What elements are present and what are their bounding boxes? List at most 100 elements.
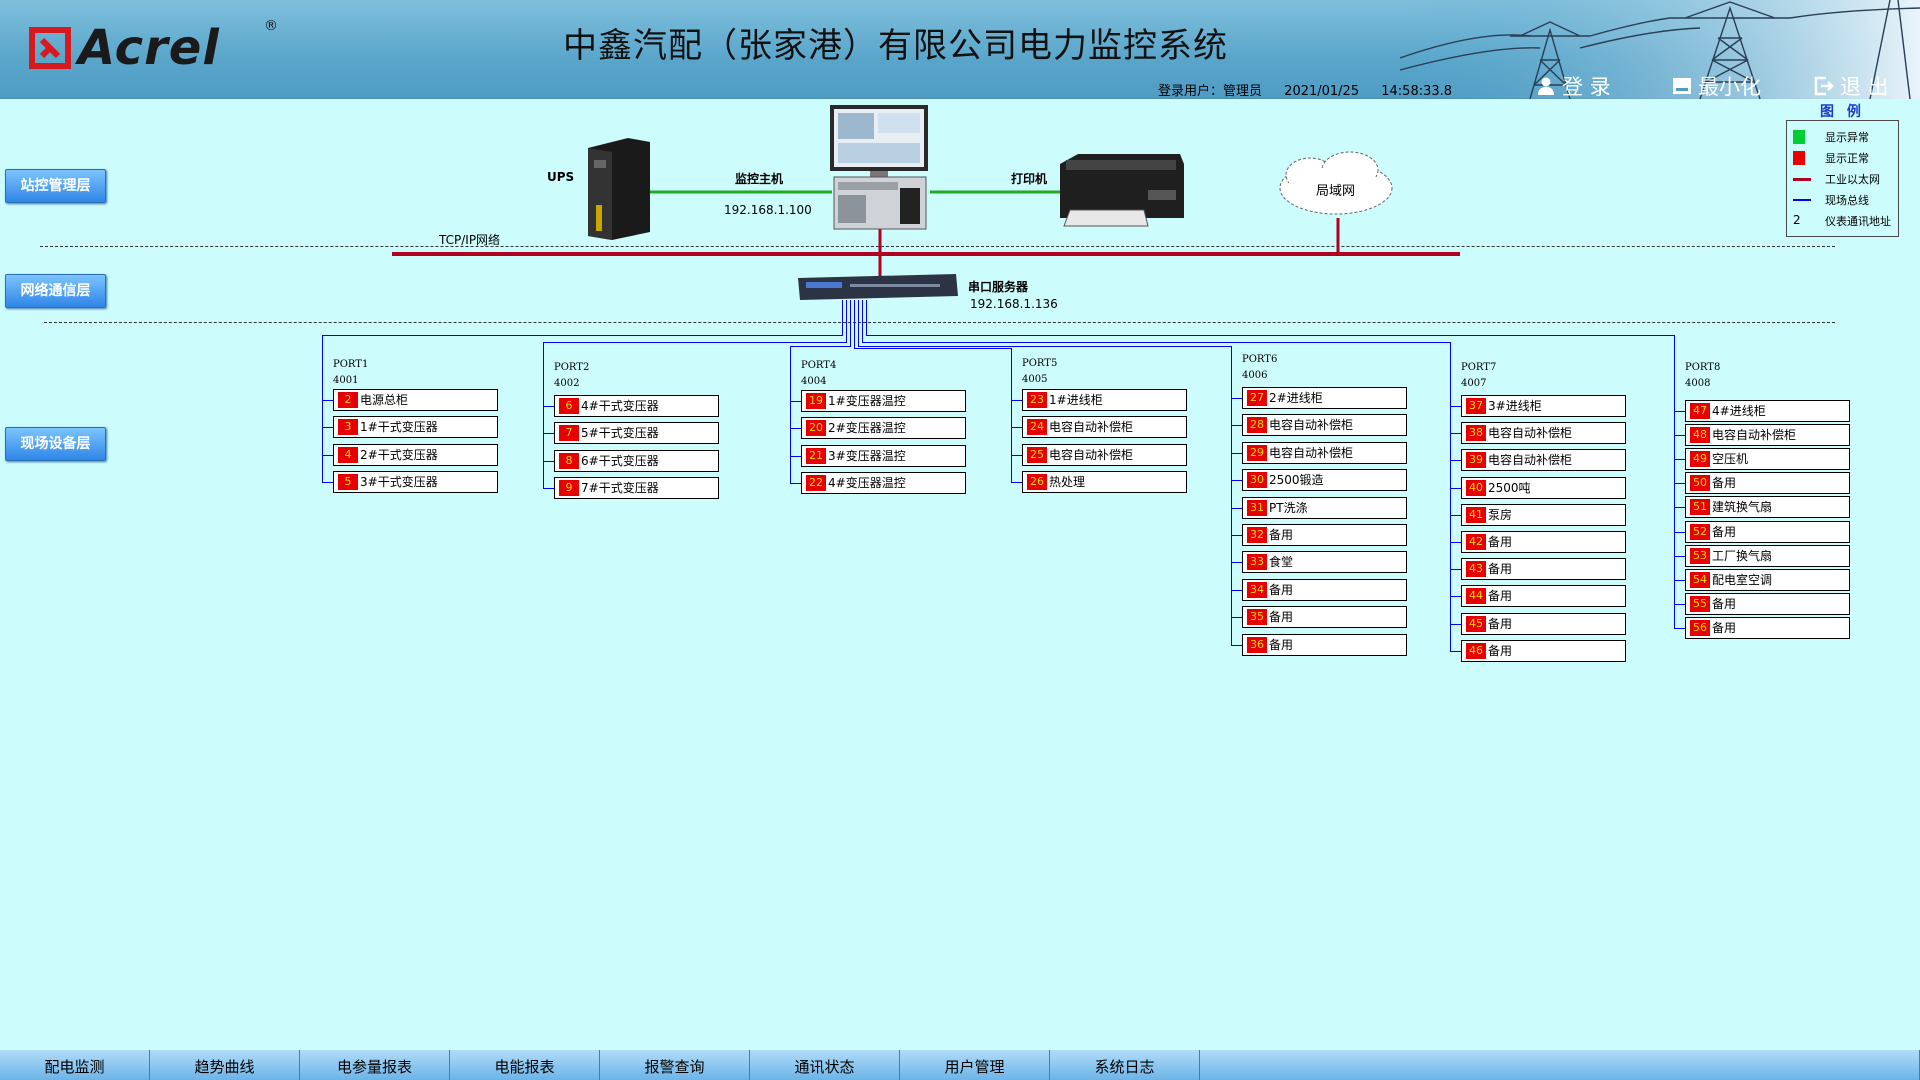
monitoring-host-icon (830, 105, 928, 230)
device-status-address: 6 (559, 398, 579, 414)
serial-server-label: 串口服务器 (968, 280, 1029, 294)
device-status-address: 9 (559, 480, 579, 496)
device-status-address: 35 (1247, 609, 1267, 625)
nav-button[interactable]: 报警查询 (600, 1050, 750, 1080)
fieldbus-line (1450, 542, 1461, 543)
port-name: PORT1 (333, 359, 369, 370)
device-name: 备用 (1488, 644, 1513, 658)
nav-button[interactable]: 通讯状态 (750, 1050, 900, 1080)
device-name: 备用 (1269, 583, 1294, 597)
legend-green-swatch-icon (1793, 130, 1805, 144)
printer-icon (1060, 154, 1184, 227)
device-status-address: 22 (806, 475, 826, 491)
nav-button[interactable]: 电参量报表 (300, 1050, 450, 1080)
device-name: 电容自动补偿柜 (1049, 448, 1134, 462)
nav-button[interactable]: 用户管理 (900, 1050, 1050, 1080)
exit-button[interactable]: 退 出 (1814, 71, 1889, 101)
fieldbus-line (1011, 482, 1022, 483)
minimize-button[interactable]: 最小化 (1672, 71, 1761, 101)
layer-station-button[interactable]: 站控管理层 (5, 169, 106, 203)
layer-field-button[interactable]: 现场设备层 (5, 427, 106, 461)
nav-button[interactable]: 系统日志 (1050, 1050, 1200, 1080)
nav-button[interactable]: 趋势曲线 (150, 1050, 300, 1080)
login-button[interactable]: 登 录 (1536, 71, 1611, 101)
fieldbus-line (846, 300, 847, 342)
device-status-address: 45 (1466, 616, 1486, 632)
device-name: 电源总柜 (360, 393, 409, 407)
legend-item: 现场总线 (1793, 192, 1869, 208)
status-line: 登录用户：管理员 2021/01/25 14:58:33.8 (1158, 80, 1470, 99)
layer-network-button[interactable]: 网络通信层 (5, 274, 106, 308)
nav-button[interactable]: 电能报表 (450, 1050, 600, 1080)
legend-item-label: 显示异常 (1825, 131, 1869, 144)
device-name: 3#变压器温控 (828, 449, 906, 463)
legend-fieldbus-line-icon (1793, 199, 1811, 201)
fieldbus-line (858, 346, 1232, 347)
host-label: 监控主机 (735, 172, 784, 186)
exit-icon (1814, 76, 1834, 96)
device-status-address: 55 (1690, 596, 1710, 612)
device-status-address: 2 (338, 392, 358, 408)
device-status-address: 34 (1247, 582, 1267, 598)
fieldbus-line (1231, 645, 1242, 646)
fieldbus-line (543, 342, 847, 343)
fieldbus-line (1231, 617, 1242, 618)
fieldbus-line (543, 488, 554, 489)
device-status-address: 53 (1690, 548, 1710, 564)
fieldbus-line (1674, 335, 1675, 628)
nav-button[interactable]: 配电监测 (0, 1050, 150, 1080)
fieldbus-line (1450, 488, 1461, 489)
printer-label: 打印机 (1011, 172, 1048, 186)
host-ip: 192.168.1.100 (724, 203, 812, 217)
